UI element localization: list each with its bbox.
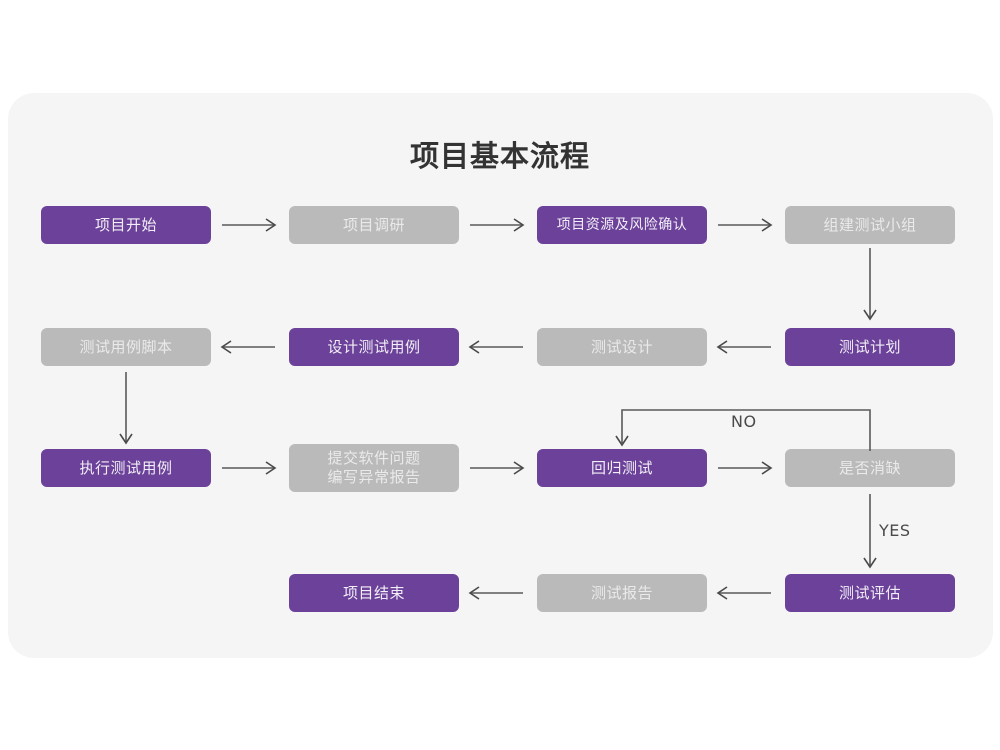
arrow-team-to-testplan <box>863 248 877 321</box>
arrow-execute-to-submit <box>222 461 277 475</box>
node-project-start[interactable]: 项目开始 <box>41 206 211 244</box>
node-regression-test[interactable]: 回归测试 <box>537 449 707 487</box>
node-test-case-script[interactable]: 测试用例脚本 <box>41 328 211 366</box>
node-project-end[interactable]: 项目结束 <box>289 574 459 612</box>
arrow-risk-to-team <box>718 218 773 232</box>
arrow-evaluation-to-report <box>716 586 771 600</box>
arrow-start-to-research <box>222 218 277 232</box>
node-resource-risk-confirm[interactable]: 项目资源及风险确认 <box>537 206 707 244</box>
node-defect-resolved-decision[interactable]: 是否消缺 <box>785 449 955 487</box>
arrow-script-to-execute <box>119 372 133 445</box>
node-project-research[interactable]: 项目调研 <box>289 206 459 244</box>
arrow-submit-to-regression <box>470 461 525 475</box>
arrow-testplan-to-testdesign <box>716 340 771 354</box>
node-test-plan[interactable]: 测试计划 <box>785 328 955 366</box>
arrow-regression-to-decision <box>718 461 773 475</box>
page-title: 项目基本流程 <box>409 139 590 173</box>
arrow-research-to-risk <box>470 218 525 232</box>
edge-label-yes: YES <box>879 521 911 540</box>
arrow-design-to-script <box>220 340 275 354</box>
arrow-testdesign-to-design <box>468 340 523 354</box>
node-test-design[interactable]: 测试设计 <box>537 328 707 366</box>
node-submit-issue-report[interactable]: 提交软件问题 编写异常报告 <box>289 444 459 492</box>
arrow-report-to-end <box>468 586 523 600</box>
arrow-yes-to-evaluation <box>863 494 877 569</box>
edge-label-no: NO <box>731 412 757 431</box>
flowchart-card <box>8 93 993 658</box>
node-test-evaluation[interactable]: 测试评估 <box>785 574 955 612</box>
node-form-test-team[interactable]: 组建测试小组 <box>785 206 955 244</box>
node-execute-test-case[interactable]: 执行测试用例 <box>41 449 211 487</box>
arrow-no-loop <box>615 409 871 451</box>
node-design-test-case[interactable]: 设计测试用例 <box>289 328 459 366</box>
node-test-report[interactable]: 测试报告 <box>537 574 707 612</box>
